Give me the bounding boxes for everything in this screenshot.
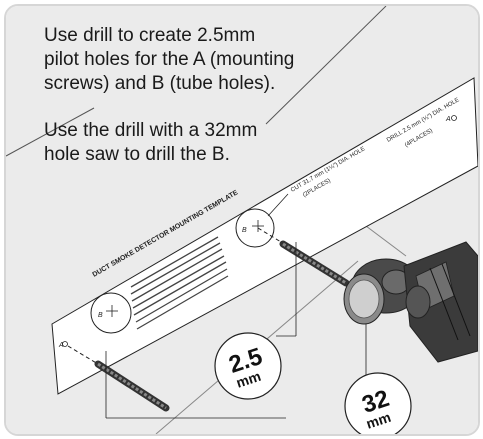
hole-b-right: B bbox=[235, 208, 275, 248]
hole-b-left: B bbox=[90, 292, 132, 334]
alignment-dashed-line bbox=[67, 345, 99, 365]
power-drill bbox=[403, 241, 478, 363]
hole-a-label: A bbox=[445, 116, 451, 123]
pilot-size-callout: 2.5 mm bbox=[214, 332, 282, 400]
pilot-drill-bit bbox=[279, 240, 350, 287]
leader-line bbox=[267, 193, 289, 217]
saw-size-callout: 32 mm bbox=[344, 372, 412, 434]
instruction-step-2: Use the drill with a 32mm hole saw to dr… bbox=[44, 120, 258, 165]
template-hatch-lines bbox=[130, 236, 229, 330]
pilot-size-unit: mm bbox=[234, 368, 263, 391]
installation-diagram: DUCT SMOKE DETECTOR MOUNTING TEMPLATE B … bbox=[6, 6, 478, 434]
alignment-dashed-line bbox=[257, 227, 282, 243]
saw-size-unit: mm bbox=[364, 409, 393, 432]
hole-saw bbox=[343, 258, 421, 325]
wall-edge-line bbox=[6, 107, 95, 157]
wall-edge-line bbox=[265, 6, 387, 125]
hole-a-right: A bbox=[445, 115, 457, 123]
hole-a-label: A bbox=[58, 342, 64, 349]
pilot-drill-bit bbox=[94, 360, 170, 412]
illustration-frame: DUCT SMOKE DETECTOR MOUNTING TEMPLATE B … bbox=[4, 4, 480, 436]
hole-b-label: B bbox=[242, 227, 247, 234]
hole-b-label: B bbox=[98, 312, 103, 319]
instruction-step-1: Use drill to create 2.5mm pilot holes fo… bbox=[44, 25, 295, 94]
hole-a-left: A bbox=[58, 341, 68, 349]
